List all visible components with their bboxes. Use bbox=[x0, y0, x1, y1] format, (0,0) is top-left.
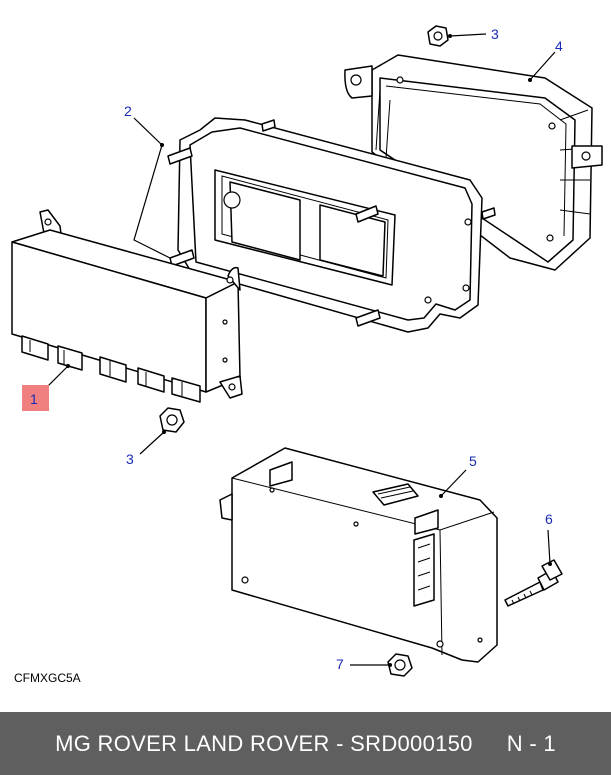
callout-5[interactable]: 5 bbox=[469, 453, 477, 469]
part-6-bolt bbox=[504, 559, 563, 607]
callout-2[interactable]: 2 bbox=[124, 103, 132, 119]
footer-page: N - 1 bbox=[506, 730, 556, 756]
callout-3-lower[interactable]: 3 bbox=[126, 451, 134, 467]
part-3-nut-lower bbox=[159, 407, 185, 433]
diagram-code: CFMXGC5A bbox=[14, 671, 81, 685]
part-4-housing bbox=[344, 54, 603, 271]
part-1-control-unit bbox=[11, 209, 243, 403]
callout-7[interactable]: 7 bbox=[336, 656, 344, 672]
callout-1[interactable]: 1 bbox=[30, 391, 38, 407]
footer-bar: MG ROVER LAND ROVER - SRD000150 N - 1 bbox=[0, 712, 611, 775]
exploded-parts-diagram: 1 2 3 3 4 5 6 7 bbox=[11, 25, 603, 677]
part-3-nut-top bbox=[427, 25, 449, 47]
callout-4[interactable]: 4 bbox=[555, 38, 563, 54]
callout-1-highlight bbox=[22, 385, 49, 411]
part-7-nut bbox=[387, 653, 413, 677]
part-2-mounting-plate bbox=[167, 117, 496, 333]
footer-title: MG ROVER LAND ROVER - SRD000150 bbox=[55, 730, 473, 756]
callout-6[interactable]: 6 bbox=[545, 511, 553, 527]
callout-3-top[interactable]: 3 bbox=[491, 26, 499, 42]
part-5-lower-module bbox=[219, 447, 498, 663]
leader-lines bbox=[45, 33, 556, 667]
